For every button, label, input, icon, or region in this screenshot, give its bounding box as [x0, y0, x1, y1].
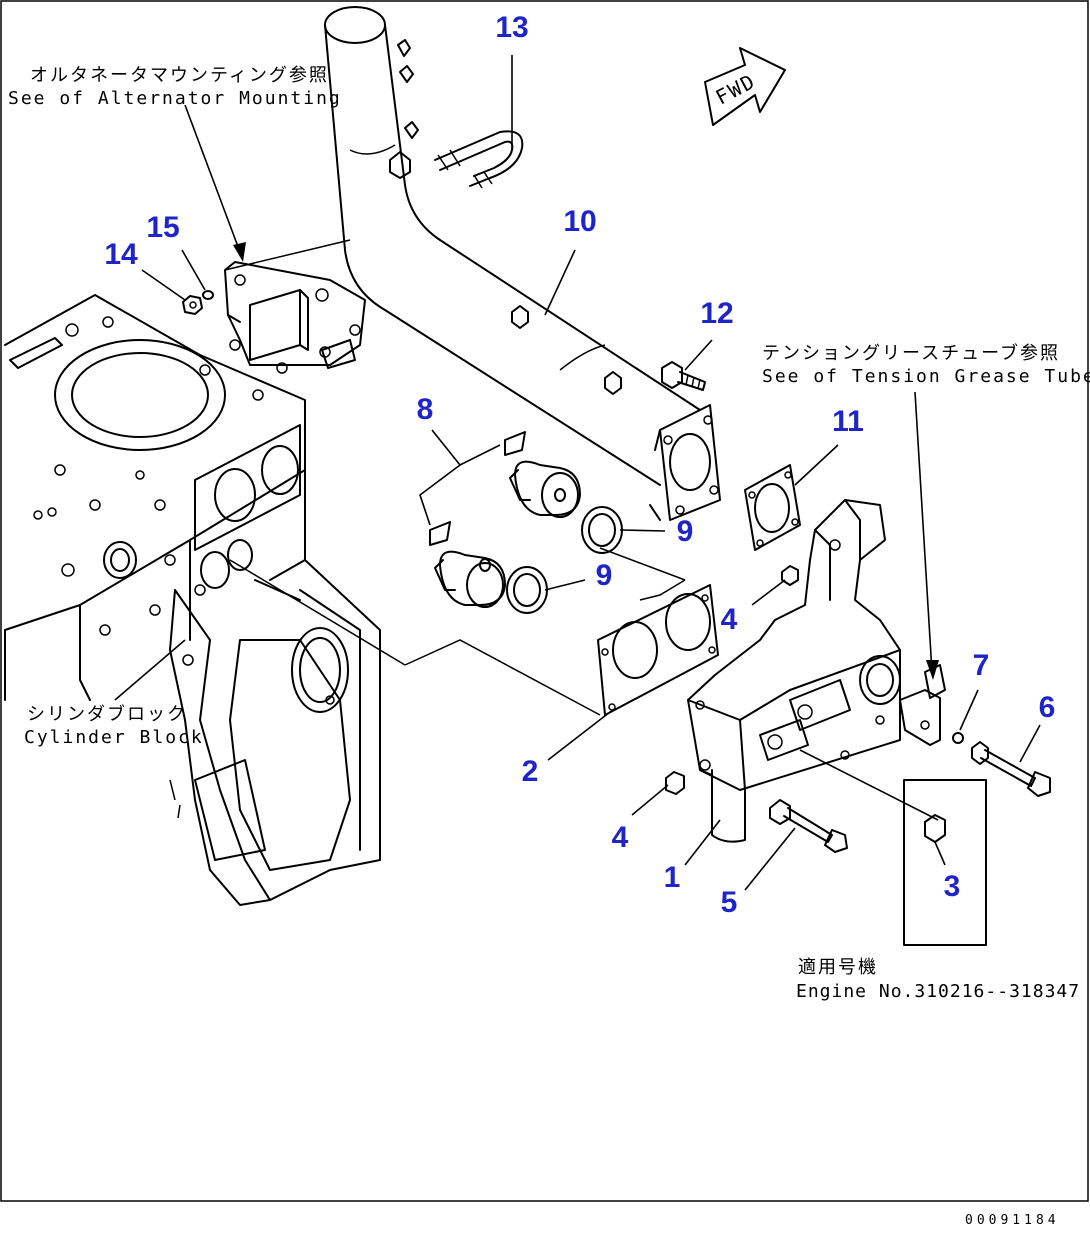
- bolt-12: [661, 361, 706, 391]
- page-border: [0, 0, 1089, 1202]
- thermostat-upper: [504, 431, 581, 518]
- plug-4-lower: [665, 771, 685, 795]
- callout-13: 13: [495, 11, 529, 44]
- callout-5: 5: [720, 886, 738, 919]
- leader-lines: [114, 55, 1041, 891]
- cylinder-block: [4, 294, 381, 906]
- thermostat-lower: [429, 521, 506, 608]
- washer-7: [952, 732, 964, 744]
- callout-14: 14: [104, 238, 138, 271]
- thermostat-housing-1: [687, 499, 901, 843]
- gasket-2: [597, 584, 719, 716]
- tension-note-en: See of Tension Grease Tube: [762, 366, 1090, 387]
- callout-15: 15: [146, 211, 180, 244]
- bolt-6: [971, 741, 1051, 797]
- fwd-arrow-icon: [704, 47, 786, 126]
- tension-note-jp: テンショングリースチューブ参照: [762, 343, 1061, 364]
- tension-bracket: [899, 664, 946, 746]
- bolt-5: [769, 799, 848, 853]
- callout-4-upper: 4: [720, 603, 738, 636]
- callout-6: 6: [1038, 691, 1056, 724]
- callout-10: 10: [563, 205, 597, 238]
- callout-12: 12: [700, 297, 734, 330]
- seal-ring-lower: [506, 566, 548, 614]
- cylinder-note-en: Cylinder Block: [24, 727, 204, 748]
- callout-4-lower: 4: [611, 821, 629, 854]
- callout-7: 7: [972, 649, 990, 682]
- callout-11: 11: [832, 405, 864, 438]
- callout-3: 3: [943, 870, 961, 903]
- callout-8: 8: [416, 393, 434, 426]
- applicable-note-en: Engine No.310216--318347: [796, 981, 1081, 1002]
- plug-4-upper: [781, 565, 799, 586]
- gasket-11: [744, 464, 801, 551]
- drawing-number: 00091184: [965, 1213, 1060, 1228]
- callout-9-upper: 9: [676, 515, 694, 548]
- callout-1: 1: [663, 861, 681, 894]
- plug-3-box: [903, 779, 987, 946]
- alternator-bracket: [224, 261, 366, 369]
- nut-14: [182, 295, 203, 315]
- cylinder-note-jp: シリンダブロック: [27, 704, 187, 725]
- seal-ring-upper: [581, 506, 623, 554]
- plug-3: [924, 814, 946, 843]
- washer-15: [202, 290, 214, 300]
- applicable-note-jp: 適用号機: [798, 957, 878, 978]
- callout-2: 2: [521, 755, 539, 788]
- alternator-note-en: See of Alternator Mounting: [8, 88, 342, 109]
- u-bolt-13: [434, 130, 524, 189]
- callout-9-lower: 9: [595, 559, 613, 592]
- alternator-note-jp: オルタネータマウンティング参照: [30, 65, 329, 86]
- water-pipe-10: [324, 6, 721, 521]
